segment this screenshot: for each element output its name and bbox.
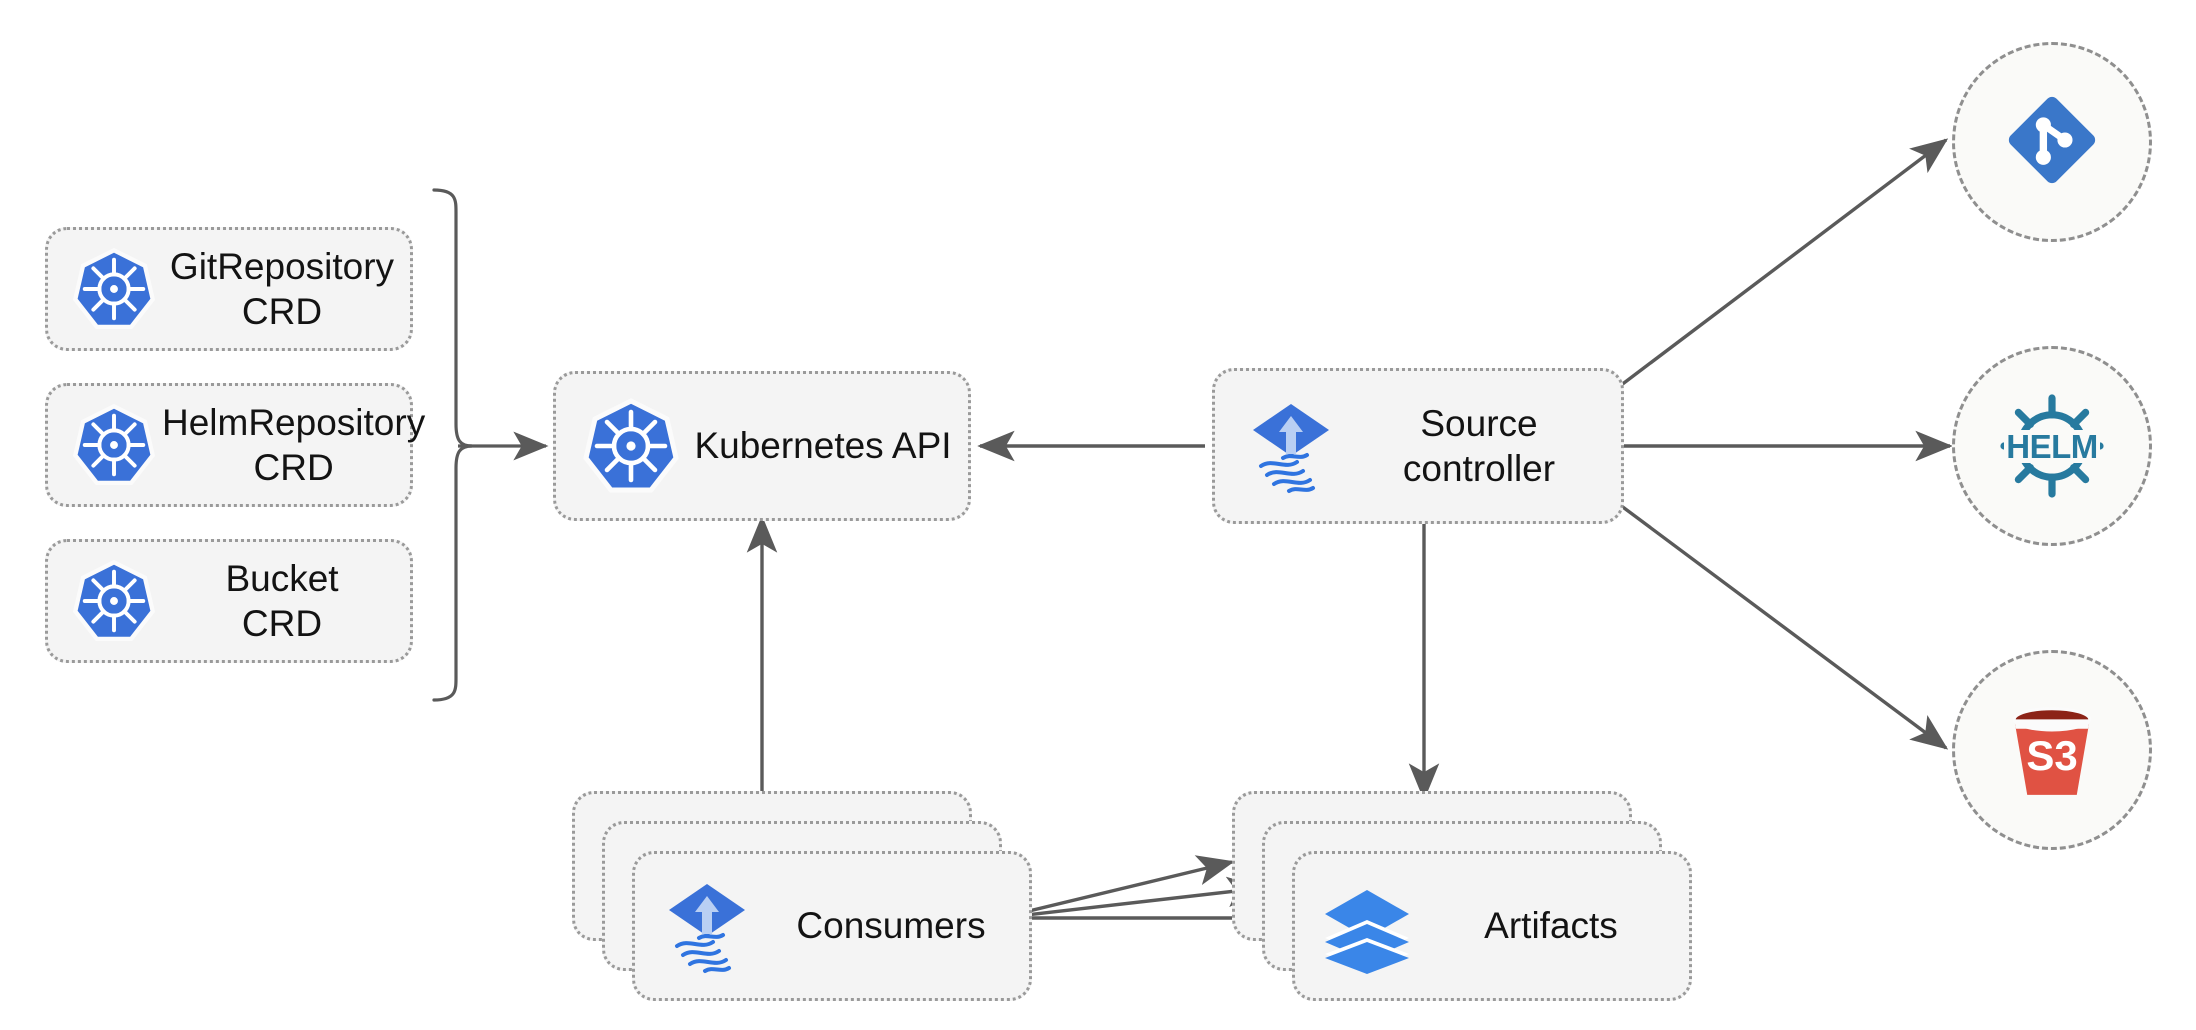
kubernetes-icon xyxy=(66,553,162,649)
crd-card-label: Bucket CRD xyxy=(225,557,339,644)
crd-card-gitrepository[interactable]: GitRepository CRD xyxy=(45,227,413,351)
node-artifacts[interactable]: Artifacts xyxy=(1292,851,1692,1001)
crd-card-bucket[interactable]: Bucket CRD xyxy=(45,539,413,663)
external-source-s3[interactable]: S3 xyxy=(1952,650,2152,850)
node-source-controller[interactable]: Source controller xyxy=(1212,368,1624,524)
node-consumers[interactable]: Consumers xyxy=(632,851,1032,1001)
edge-consumers-to-artifacts-1 xyxy=(999,855,1235,920)
helm-wordmark: HELM xyxy=(2004,427,2100,465)
edge-consumers-to-artifacts-2 xyxy=(999,876,1265,920)
edge-source-controller-to-git xyxy=(1606,138,1949,397)
flux-icon xyxy=(653,872,761,980)
flux-icon xyxy=(1237,392,1345,500)
git-icon xyxy=(1998,86,2106,199)
node-label: Artifacts xyxy=(1484,905,1618,947)
node-label: Consumers xyxy=(796,905,986,947)
external-source-git[interactable] xyxy=(1952,42,2152,242)
s3-bucket-icon: S3 xyxy=(1992,690,2112,810)
crd-card-label: GitRepository CRD xyxy=(169,245,395,332)
external-source-helm[interactable]: HELM xyxy=(1952,346,2152,546)
crd-card-label: HelmRepository CRD xyxy=(162,401,426,488)
kubernetes-icon xyxy=(66,241,162,337)
helm-icon: HELM xyxy=(1992,386,2112,506)
crd-card-helmrepository[interactable]: HelmRepository CRD xyxy=(45,383,425,507)
layers-icon xyxy=(1313,872,1421,980)
kubernetes-icon xyxy=(66,397,162,493)
crd-group-bracket xyxy=(432,188,473,702)
s3-wordmark: S3 xyxy=(2026,732,2078,779)
kubernetes-icon xyxy=(576,391,686,501)
edge-source-controller-to-s3 xyxy=(1606,494,1949,750)
node-label: Source controller xyxy=(1402,402,1556,489)
node-label: Kubernetes API xyxy=(694,425,952,467)
node-kubernetes-api[interactable]: Kubernetes API xyxy=(553,371,971,521)
